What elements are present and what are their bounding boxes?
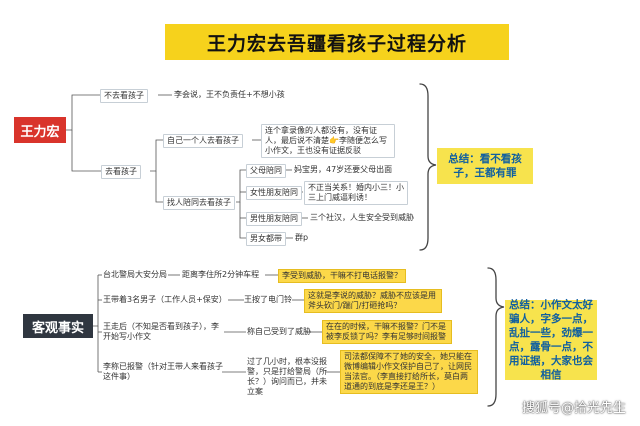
visit-accompanied: 找人陪同去看孩子 bbox=[163, 196, 235, 210]
visit-alone: 自己一个人去看孩子 bbox=[163, 134, 243, 148]
accompany-male-friend: 男性朋友陪同 bbox=[246, 212, 302, 226]
accompany-parents-note: 妈宝男，47岁还要父母出面 bbox=[294, 165, 393, 174]
root-node-wang: 王力宏 bbox=[14, 117, 66, 143]
fact-police-note: 李受到威胁，干嘛不打电话报警？ bbox=[278, 269, 406, 283]
branch-not-visit-note: 李会说，王不负责任+不想小孩 bbox=[174, 90, 285, 99]
fact-claims-threat: 称自己受到了威胁 bbox=[247, 327, 311, 336]
fact-three-men: 王带着3名男子（工作人员+保安） bbox=[103, 295, 227, 304]
fact-police-station: 台北警局大安分局 bbox=[103, 270, 167, 279]
fact-doorbell: 王按了电门铃 bbox=[244, 295, 292, 304]
branch-visit: 去看孩子 bbox=[101, 165, 141, 179]
fact-police-distance: 距离李住所2分钟车程 bbox=[182, 270, 260, 279]
fact-threat-note: 这就是李说的威胁？威胁不应该是用斧头砍门/踹门/打砸抢吗？ bbox=[304, 289, 442, 313]
summary-bottom: 总结：小作文太好骗人，字多一点，乱扯一些，劲爆一点，露骨一点，不用证据，大家也会… bbox=[505, 299, 597, 381]
fact-no-report-note: 在在的时候，干嘛不报警？门不是被李反锁了吗？李有足够时间报警 bbox=[322, 320, 452, 344]
accompany-both-note: 群p bbox=[295, 233, 309, 242]
accompany-female-friend-note: 不正当关系！婚内小三！小三上门威逼利诱！ bbox=[304, 181, 408, 205]
watermark-text: 搜狐号@拾光先生 bbox=[521, 401, 626, 416]
root-node-facts: 客观事实 bbox=[23, 314, 93, 338]
summary-top: 总结：看不看孩子，王都有罪 bbox=[437, 148, 533, 184]
fact-claims-reported: 李称已报警（针对王带人来看孩子这件事） bbox=[103, 362, 223, 381]
accompany-female-friend: 女性朋友陪同 bbox=[246, 186, 302, 200]
fact-weibo-note: 司法都保障不了她的安全，她只能在微博编辑小作文保护自己了，让网民当法官。（李直接… bbox=[340, 350, 478, 394]
visit-alone-note: 连个拿录像的人都没有，没有证人，最后说不清楚👉李随便怎么写小作文，王也没有证据反… bbox=[261, 124, 395, 158]
accompany-male-friend-note: 三个社汉，人生安全受到威胁 bbox=[310, 213, 414, 222]
accompany-parents: 父母陪同 bbox=[246, 164, 286, 178]
branch-not-visit: 不去看孩子 bbox=[100, 89, 148, 103]
page-title: 王力宏去吾疆看孩子过程分析 bbox=[165, 24, 509, 60]
fact-after-leaving: 王走后（不知是否看到孩子），李开始写小作文 bbox=[103, 322, 219, 341]
fact-no-filing: 过了几小时，根本没报警，只是打给警局（所长？）询问而已，并未立案 bbox=[247, 357, 327, 396]
accompany-both: 男女都带 bbox=[246, 232, 286, 246]
